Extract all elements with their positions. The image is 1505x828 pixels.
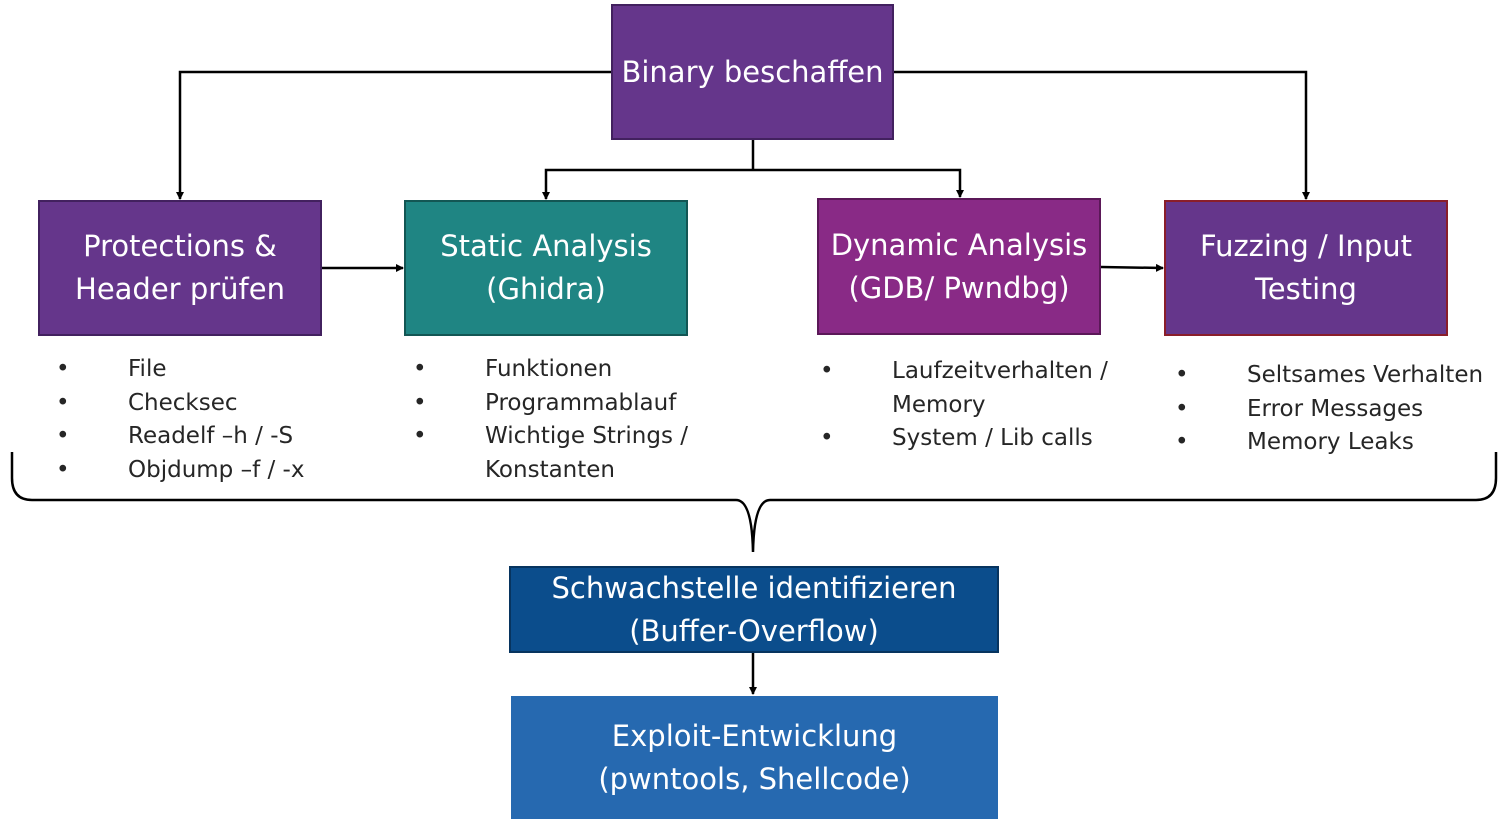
node-label-line1: Protections & <box>83 229 277 263</box>
list-item: • Readelf –h / -S <box>56 420 304 454</box>
node-binary-beschaffen: Binary beschaffen <box>611 4 894 140</box>
list-item-text-continued: Konstanten <box>485 456 616 483</box>
node-schwachstelle-identifizieren: Schwachstelle identifizieren (Buffer-Ove… <box>509 566 999 653</box>
node-label-line1: Static Analysis <box>440 229 652 263</box>
connector-dynamic-to-fuzzing <box>1100 263 1164 272</box>
list-item-text: Laufzeitverhalten / <box>892 358 1108 384</box>
node-label-line2: Testing <box>1255 272 1357 306</box>
connector-to-static <box>542 168 753 200</box>
list-item: • Funktionen <box>413 353 688 387</box>
list-item: • Memory Leaks <box>1175 426 1483 460</box>
connector-start-to-fuzzing <box>894 70 1310 200</box>
bullet-icon: • <box>413 356 427 382</box>
node-label-line1: Fuzzing / Input <box>1199 229 1413 263</box>
list-item: • Wichtige Strings / Konstanten <box>413 420 688 487</box>
list-item: • Seltsames Verhalten <box>1175 359 1483 393</box>
bullet-icon: • <box>820 358 834 384</box>
node-label-line2: Header prüfen <box>75 272 285 306</box>
node-label-line1: Schwachstelle identifizieren <box>551 570 957 605</box>
node-static-analysis: Static Analysis (Ghidra) <box>404 200 688 336</box>
list-item-text: Readelf –h / -S <box>128 423 294 449</box>
bullet-icon: • <box>820 425 834 451</box>
bullet-icon: • <box>56 389 70 416</box>
bullet-icon: • <box>413 389 427 416</box>
node-exploit-entwicklung: Exploit-Entwicklung (pwntools, Shellcode… <box>511 696 998 819</box>
fuzzing-bullet-list: • Seltsames Verhalten • Error Messages • Me… <box>1175 359 1483 460</box>
list-item-text: Objdump –f / -x <box>128 456 305 483</box>
list-item: • Programmablauf <box>413 387 688 421</box>
list-item-text-continued: Memory <box>892 391 986 418</box>
list-item-text: System / Lib calls <box>892 425 1093 451</box>
connector-start-to-protections <box>176 70 611 200</box>
node-dynamic-analysis: Dynamic Analysis (GDB/ Pwndbg) <box>817 198 1101 335</box>
node-label-line2: (Buffer-Overflow) <box>629 613 879 648</box>
bullet-icon: • <box>1175 362 1189 388</box>
bullet-icon: • <box>56 423 70 449</box>
bullet-icon: • <box>56 456 70 483</box>
list-item: • Error Messages <box>1175 393 1483 427</box>
bullet-icon: • <box>1175 429 1189 455</box>
bullet-icon: • <box>413 423 427 449</box>
node-label-line2: (pwntools, Shellcode) <box>598 761 911 796</box>
node-label-line1: Exploit-Entwicklung <box>611 718 898 753</box>
list-item: • System / Lib calls <box>820 422 1108 456</box>
list-item-text: Programmablauf <box>485 389 677 416</box>
list-item-text: Memory Leaks <box>1247 429 1414 455</box>
node-label-line2: (Ghidra) <box>486 272 606 306</box>
curly-brace <box>10 452 1498 553</box>
bullet-icon: • <box>56 356 70 382</box>
list-item-text: File <box>128 356 167 382</box>
list-item-text: Checksec <box>128 389 238 416</box>
list-item-text: Seltsames Verhalten <box>1247 362 1484 388</box>
list-item-text: Funktionen <box>485 356 613 382</box>
protections-bullet-list: • File • Checksec • Readelf –h / -S • Objdum… <box>56 353 304 487</box>
list-item: • File <box>56 353 304 387</box>
bullet-icon: • <box>1175 395 1189 422</box>
node-label-line2: (GDB/ Pwndbg) <box>848 270 1070 305</box>
node-label-line1: Dynamic Analysis <box>830 227 1088 262</box>
list-item-text: Error Messages <box>1247 395 1424 422</box>
list-item-text: Wichtige Strings / <box>485 423 689 449</box>
list-item: • Objdump –f / -x <box>56 454 304 488</box>
connector-to-dynamic <box>753 168 964 198</box>
dynamic-bullet-list: • Laufzeitverhalten / Memory • System / Lib… <box>820 355 1108 456</box>
node-protections-header: Protections & Header prüfen <box>38 200 322 336</box>
node-fuzzing: Fuzzing / Input Testing <box>1164 200 1448 336</box>
list-item: • Checksec <box>56 387 304 421</box>
static-bullet-list: • Funktionen • Programmablauf • Wichtige St… <box>413 353 688 487</box>
node-label: Binary beschaffen <box>621 54 884 89</box>
list-item: • Laufzeitverhalten / Memory <box>820 355 1108 422</box>
